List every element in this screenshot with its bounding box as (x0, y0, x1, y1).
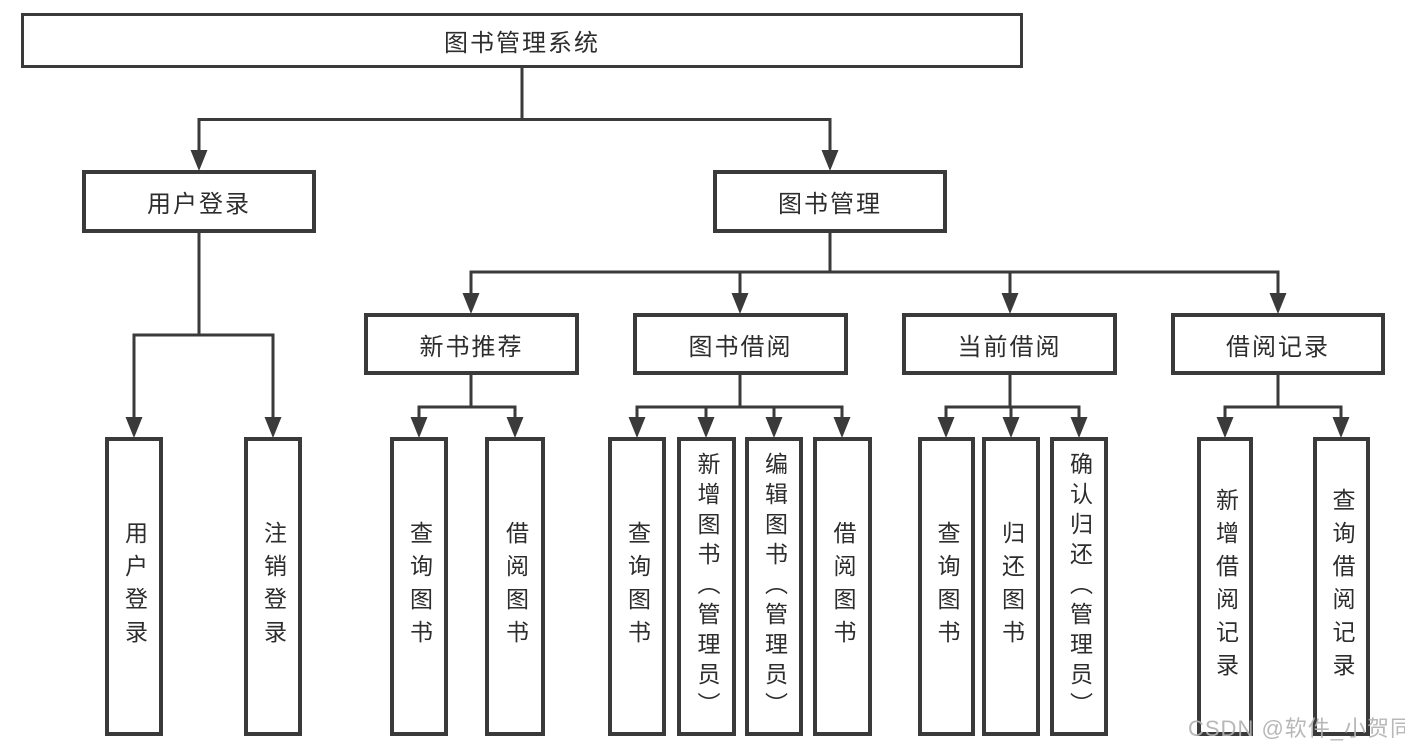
node-library-management-system: 图书管理系统 (21, 13, 1023, 68)
node-user-login-group: 用户登录 (82, 170, 316, 233)
node-leaf-confirm-return-admin: 确认归还（管理员） (1050, 437, 1108, 736)
node-leaf-return-books: 归还图书 (982, 437, 1040, 736)
node-leaf-edit-books-admin: 编辑图书（管理员） (745, 437, 803, 736)
node-book-borrowing: 图书借阅 (633, 313, 848, 375)
watermark-text: CSDN @软件_小贺同学 (1188, 716, 1405, 741)
node-leaf-add-borrow-record: 新增借阅记录 (1197, 437, 1253, 736)
node-leaf-borrow-books-2: 借阅图书 (813, 437, 872, 736)
node-new-book-recommendation: 新书推荐 (364, 313, 579, 375)
node-leaf-add-books-admin: 新增图书（管理员） (677, 437, 736, 736)
node-book-management: 图书管理 (713, 170, 947, 233)
node-leaf-logout: 注销登录 (244, 437, 302, 736)
node-leaf-query-books-2: 查询图书 (608, 437, 666, 736)
arrowheads (125, 150, 1350, 438)
node-leaf-borrow-books-1: 借阅图书 (485, 437, 545, 736)
node-borrowing-records: 借阅记录 (1171, 313, 1385, 375)
node-leaf-query-books-1: 查询图书 (390, 437, 448, 736)
node-current-borrowing: 当前借阅 (902, 313, 1117, 375)
connector-lines (132, 68, 1343, 417)
node-leaf-query-borrow-record: 查询借阅记录 (1313, 437, 1370, 736)
node-leaf-user-login: 用户登录 (105, 437, 163, 736)
node-leaf-query-books-3: 查询图书 (918, 437, 975, 736)
